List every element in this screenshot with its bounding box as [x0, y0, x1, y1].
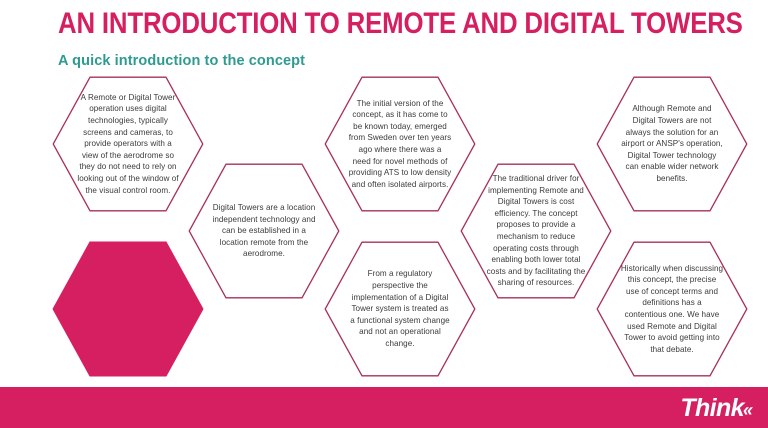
page-title: AN INTRODUCTION TO REMOTE AND DIGITAL TO…	[58, 7, 743, 40]
hexagon-remote-digital-tower-definition: A Remote or Digital Tower operation uses…	[52, 76, 204, 212]
hexagon-text: The traditional driver for implementing …	[486, 174, 586, 288]
hexagon-filled-shape	[52, 241, 204, 377]
hexagon-outline-shape	[324, 76, 476, 212]
hexagon-text: From a regulatory perspective the implem…	[350, 269, 450, 348]
hexagon-regulatory-perspective: From a regulatory perspective the implem…	[324, 241, 476, 377]
hexagon-not-always-solution: Although Remote and Digital Towers are n…	[596, 76, 748, 212]
think-logo-chevron-icon: «	[742, 399, 753, 420]
think-logo-wordmark: Think	[680, 393, 744, 422]
hexagon-accent-solid	[52, 241, 204, 377]
hexagon-cost-efficiency: The traditional driver for implementing …	[460, 163, 612, 299]
hexagon-text: Historically when discussing this concep…	[620, 263, 724, 354]
hexagon-outline-shape	[596, 76, 748, 212]
hexagon-text: Although Remote and Digital Towers are n…	[621, 104, 723, 183]
think-logo: Think «	[680, 393, 753, 423]
hexagon-outline-shape	[52, 76, 204, 212]
hexagon-text: Digital Towers are a location independen…	[212, 203, 316, 259]
hexagon-outline-shape	[596, 241, 748, 377]
hexagon-location-independent: Digital Towers are a location independen…	[188, 163, 340, 299]
footer-band	[0, 387, 768, 428]
hexagon-text: A Remote or Digital Tower operation uses…	[77, 92, 179, 195]
hexagon-terminology-debate: Historically when discussing this concep…	[596, 241, 748, 377]
hexagon-outline-shape	[324, 241, 476, 377]
page-subtitle: A quick introduction to the concept	[58, 53, 306, 69]
hexagon-sweden-origin: The initial version of the concept, as i…	[324, 76, 476, 212]
hexagon-text: The initial version of the concept, as i…	[348, 98, 452, 189]
hexagon-outline-shape	[188, 163, 340, 299]
hexagon-outline-shape	[460, 163, 612, 299]
